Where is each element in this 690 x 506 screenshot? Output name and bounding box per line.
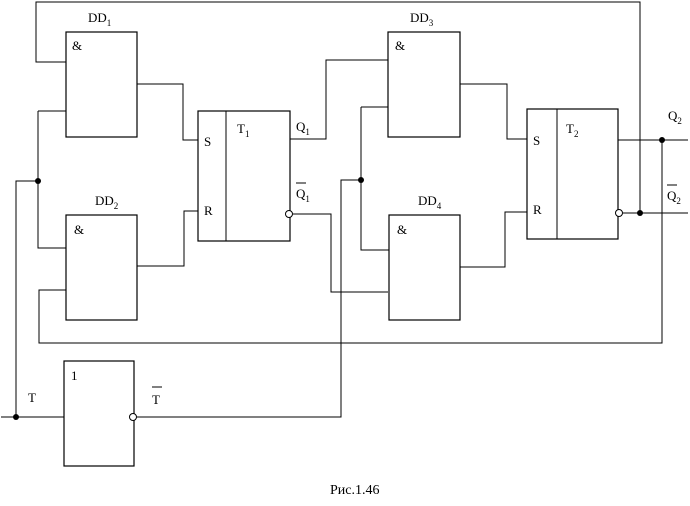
wire-q1n-to-dd4 xyxy=(293,213,388,293)
flipflop-t2-s-pin: S xyxy=(533,133,540,148)
signal-t-inverted-label: T xyxy=(152,392,160,407)
signal-q2-label: Q2 xyxy=(668,108,682,126)
wire-dd4-to-t2-r xyxy=(460,211,527,268)
junction-dot xyxy=(637,210,643,216)
flipflop-t1: S R T1 xyxy=(197,110,293,242)
flipflop-t2-r-pin: R xyxy=(533,202,542,217)
gate-dd4: & DD4 xyxy=(388,193,461,321)
flipflop-t1-r-pin: R xyxy=(204,203,213,218)
inverter: 1 xyxy=(63,360,137,467)
gate-dd4-body xyxy=(388,214,461,321)
gate-dd2-label: DD2 xyxy=(95,193,118,211)
junction-dot xyxy=(659,137,665,143)
signal-labels: Q1 Q1 Q2 Q2 T T xyxy=(28,108,682,407)
inverted-output-bubble xyxy=(285,210,293,218)
gate-dd3-label: DD3 xyxy=(410,10,434,28)
flipflop-t2-body xyxy=(526,108,619,240)
wire-dd2-to-t1-r xyxy=(137,210,198,267)
gate-dd1-body xyxy=(65,31,138,138)
junction-dot xyxy=(35,178,41,184)
signal-t-label: T xyxy=(28,390,36,405)
flipflop-t2-label: T2 xyxy=(566,121,578,139)
wire-tn-output xyxy=(137,179,361,418)
gate-dd2-symbol: & xyxy=(74,222,84,237)
flipflop-t2: S R T2 xyxy=(526,108,623,240)
junction-dot xyxy=(358,177,364,183)
junctions xyxy=(13,137,665,420)
flipflop-t1-label: T1 xyxy=(237,121,249,139)
figure-caption: Рис.1.46 xyxy=(330,483,380,498)
inverted-output-bubble xyxy=(129,413,137,421)
inverter-symbol: 1 xyxy=(71,368,78,383)
wire-feedback-q2n-to-dd1 xyxy=(35,1,641,213)
signal-q1-label: Q1 xyxy=(296,119,310,137)
inverter-body xyxy=(63,360,135,467)
flipflop-t1-s-pin: S xyxy=(204,134,211,149)
signal-q1-inverted-label: Q1 xyxy=(296,186,310,204)
wire-t-vertical xyxy=(15,180,38,417)
gate-dd1-label: DD1 xyxy=(88,10,111,28)
gate-dd4-symbol: & xyxy=(397,222,407,237)
wire-dd1-to-t1-s xyxy=(137,83,198,141)
gate-dd4-label: DD4 xyxy=(418,193,442,211)
gate-dd3-symbol: & xyxy=(395,38,405,53)
gate-dd1: & DD1 xyxy=(65,10,138,138)
wires xyxy=(1,1,688,418)
inverted-output-bubble xyxy=(615,209,623,217)
signal-q2-inverted-label: Q2 xyxy=(667,188,681,206)
wire-t-to-dd1-dd2 xyxy=(37,110,66,249)
gate-dd1-symbol: & xyxy=(72,38,82,53)
wire-q1-to-dd3 xyxy=(290,59,388,140)
flipflop-t1-body xyxy=(197,110,291,242)
gate-dd2-body xyxy=(65,214,138,321)
wire-dd3-to-t2-s xyxy=(460,83,527,140)
wire-tn-to-dd3-dd4 xyxy=(360,106,389,251)
junction-dot xyxy=(13,414,19,420)
gate-dd3: & DD3 xyxy=(387,10,461,138)
gate-dd3-body xyxy=(387,31,461,138)
wire-feedback-q2-to-dd2 xyxy=(38,140,663,344)
gate-dd2: & DD2 xyxy=(65,193,138,321)
